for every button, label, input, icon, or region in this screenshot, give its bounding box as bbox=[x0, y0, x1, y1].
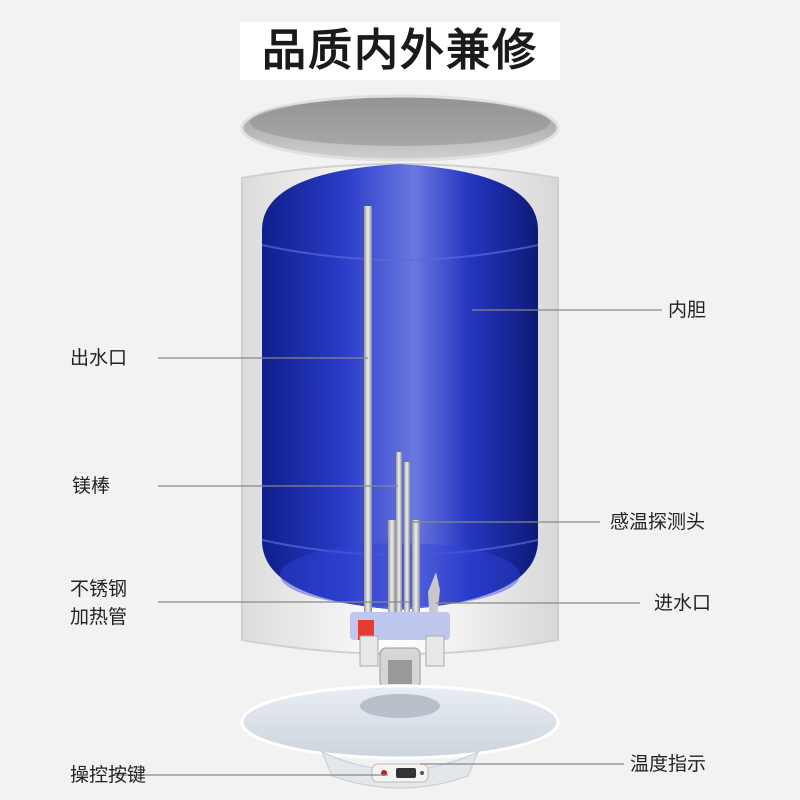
heater-assembly bbox=[350, 452, 450, 689]
label-temp-indicator: 温度指示 bbox=[630, 753, 707, 775]
label-inner-tank: 内胆 bbox=[668, 299, 707, 321]
page-title: 品质内外兼修 bbox=[240, 22, 560, 80]
label-inlet: 进水口 bbox=[654, 592, 712, 614]
leader-lines bbox=[112, 309, 662, 776]
label-temp-probe: 感温探测头 bbox=[610, 511, 706, 533]
label-magnesium-rod: 镁棒 bbox=[72, 475, 111, 497]
label-heater-line2: 加热管 bbox=[70, 606, 128, 628]
label-outlet: 出水口 bbox=[70, 347, 128, 369]
label-controls: 操控按键 bbox=[70, 764, 147, 786]
top-cap bbox=[240, 94, 560, 162]
control-panel bbox=[371, 763, 429, 783]
label-heater-line1: 不锈钢 bbox=[70, 578, 128, 600]
inner-tank bbox=[261, 164, 539, 610]
outlet-pipe bbox=[364, 206, 372, 626]
label-heater: 不锈钢 加热管 bbox=[70, 575, 127, 631]
